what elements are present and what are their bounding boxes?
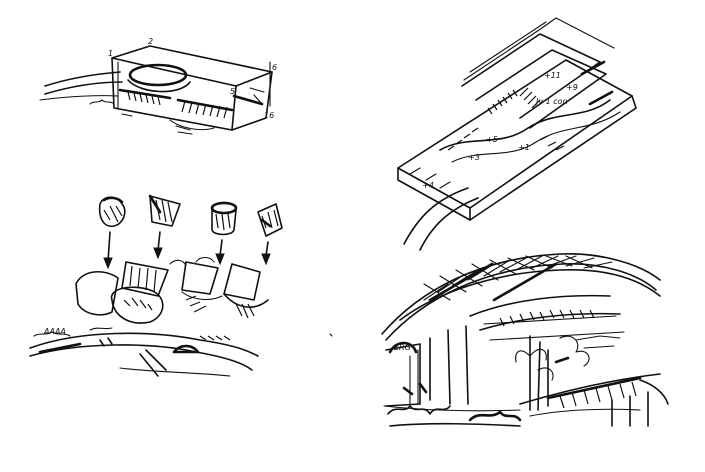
svg-text:16: 16 [264, 111, 274, 120]
module-4 [257, 203, 283, 237]
svg-text:2: 2 [148, 37, 153, 46]
svg-text:+3: +3 [468, 153, 480, 162]
sketch-stepped-terraces: +11 Jy 1 con +9 +5 +3 +4 +1 [397, 17, 637, 251]
svg-text:ERG: ERG [394, 343, 411, 352]
svg-text:Jy 1 con: Jy 1 con [534, 97, 568, 106]
svg-text:+1: +1 [518, 143, 530, 152]
module-1 [98, 196, 126, 228]
module-3 [210, 201, 238, 236]
svg-text:+9: +9 [566, 83, 578, 92]
svg-text:AAAA: AAAA [43, 327, 66, 336]
sketch-site-massing: 2 6 16 1 5 [39, 37, 277, 135]
svg-text:+4: +4 [422, 181, 434, 190]
sketch-canopy-interior: ERG [381, 252, 669, 427]
svg-text:+5: +5 [486, 135, 498, 144]
stray-mark [329, 333, 333, 337]
module-2 [148, 194, 181, 227]
svg-text:5: 5 [230, 87, 235, 96]
svg-text:6: 6 [272, 63, 277, 72]
svg-text:1: 1 [108, 49, 113, 58]
svg-text:+11: +11 [544, 71, 561, 80]
sketch-roof-module-assembly: AAAA [29, 194, 283, 377]
